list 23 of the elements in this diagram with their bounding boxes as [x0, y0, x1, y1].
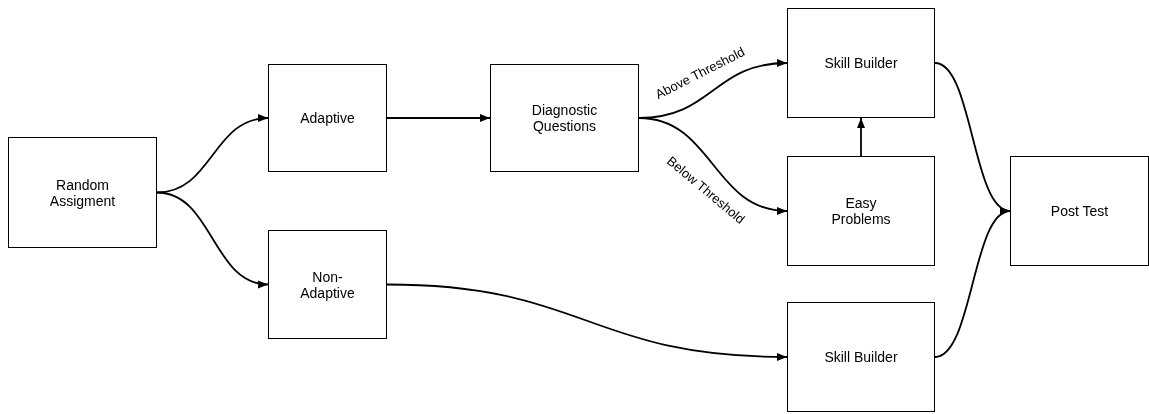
arrow	[857, 117, 865, 157]
process-box	[787, 302, 935, 412]
process-box	[1010, 156, 1149, 266]
node-label: Post Test	[1050, 203, 1109, 219]
node-label: Easy Problems	[830, 195, 892, 227]
process-box	[787, 156, 935, 266]
node-label: Adaptive	[300, 110, 355, 126]
node-label: Diagnostic Questions	[530, 102, 599, 134]
arrow	[156, 191, 269, 288]
node-label: Non-Adaptive	[299, 268, 356, 301]
node-label: Random Assigment	[48, 176, 117, 209]
process-box	[8, 137, 157, 248]
arrow	[156, 115, 269, 194]
process-box	[268, 64, 387, 172]
arrow	[386, 283, 788, 361]
arrow	[934, 210, 1011, 358]
node-label: Skill Builder	[824, 349, 898, 365]
arrow	[638, 117, 788, 214]
node-label: Skill Builder	[824, 55, 898, 71]
process-box	[268, 230, 387, 339]
process-box	[490, 64, 639, 172]
arrow	[386, 114, 491, 122]
process-box	[787, 8, 935, 118]
